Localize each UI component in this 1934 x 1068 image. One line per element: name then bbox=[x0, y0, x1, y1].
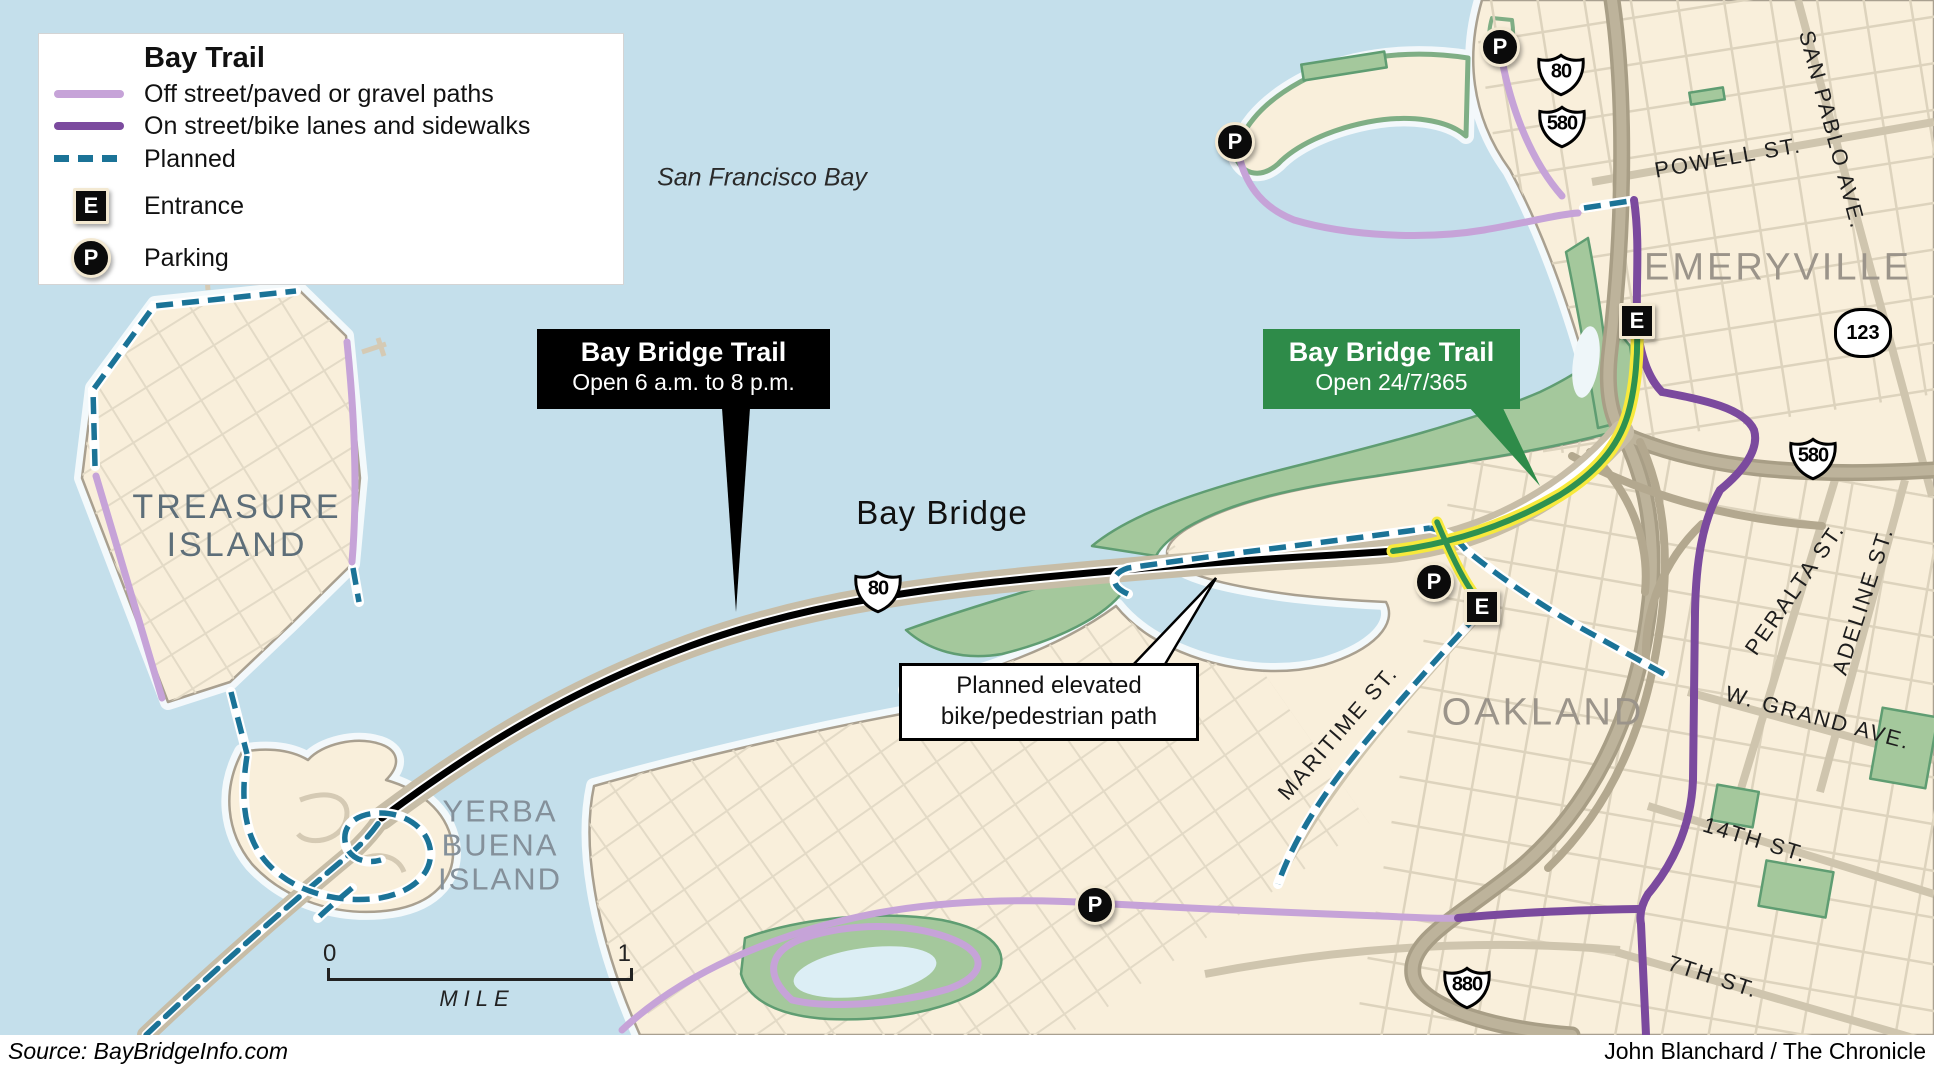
legend-parking-label: Parking bbox=[144, 244, 229, 272]
scale-bar-line bbox=[327, 968, 633, 981]
planned-path-note-line2: bike/pedestrian path bbox=[940, 703, 1158, 731]
oakland-label: OAKLAND bbox=[1441, 691, 1645, 734]
map-canvas bbox=[0, 0, 1934, 1035]
credits-bar: Source: BayBridgeInfo.com John Blanchard… bbox=[0, 1035, 1934, 1068]
entrance-icon: E bbox=[73, 188, 109, 224]
yerba-buena-label-2: BUENA bbox=[441, 827, 559, 863]
parking-marker-marina: P bbox=[1215, 122, 1255, 162]
legend-planned-label: Planned bbox=[144, 145, 236, 173]
scale-start: 0 bbox=[323, 940, 337, 967]
interstate-580-shield-east: 580 bbox=[1785, 437, 1841, 481]
yerba-buena-label-1: YERBA bbox=[442, 793, 558, 829]
callout-east-title: Bay Bridge Trail bbox=[1288, 337, 1495, 367]
scale-unit: MILE bbox=[439, 986, 515, 1011]
planned-line-swatch bbox=[54, 155, 124, 162]
legend-title: Bay Trail bbox=[144, 42, 265, 74]
callout-west-hours: Open 6 a.m. to 8 p.m. bbox=[572, 369, 795, 395]
callout-west-title: Bay Bridge Trail bbox=[580, 337, 787, 367]
parking-icon: P bbox=[71, 238, 111, 278]
off-street-line-swatch bbox=[54, 90, 124, 98]
on-street-line-swatch bbox=[54, 122, 124, 130]
interstate-580-shield-north: 580 bbox=[1534, 105, 1590, 149]
entrance-marker-oakland: E bbox=[1464, 589, 1500, 625]
entrance-marker-emeryville: E bbox=[1619, 303, 1655, 339]
parking-marker-toll-plaza: P bbox=[1414, 562, 1454, 602]
parking-marker-emeryville-pier: P bbox=[1480, 27, 1520, 67]
legend-on-street-label: On street/bike lanes and sidewalks bbox=[144, 112, 531, 140]
planned-path-note-line1: Planned elevated bbox=[956, 672, 1142, 699]
treasure-island-label-2: ISLAND bbox=[166, 525, 308, 564]
planned-path-note: Planned elevated bike/pedestrian path bbox=[899, 663, 1199, 742]
legend-panel: Bay Trail Off street/paved or gravel pat… bbox=[38, 33, 624, 285]
callout-east-hours: Open 24/7/365 bbox=[1315, 369, 1468, 395]
scale-end: 1 bbox=[617, 940, 631, 967]
callout-east-span: Bay Bridge Trail Open 24/7/365 bbox=[1263, 329, 1520, 409]
legend-off-street-label: Off street/paved or gravel paths bbox=[144, 80, 494, 108]
water-label: San Francisco Bay bbox=[657, 163, 867, 192]
route-123-shield: 123 bbox=[1834, 308, 1892, 358]
emeryville-label: EMERYVILLE bbox=[1644, 246, 1912, 289]
callout-west-span: Bay Bridge Trail Open 6 a.m. to 8 p.m. bbox=[537, 329, 830, 409]
source-credit: Source: BayBridgeInfo.com bbox=[8, 1038, 288, 1064]
bay-bridge-label: Bay Bridge bbox=[856, 494, 1028, 531]
author-credit: John Blanchard / The Chronicle bbox=[1604, 1038, 1926, 1064]
treasure-island-label-1: TREASURE bbox=[132, 487, 342, 526]
parking-marker-port: P bbox=[1075, 885, 1115, 925]
interstate-80-shield-bridge: 80 bbox=[854, 570, 902, 614]
interstate-880-shield: 880 bbox=[1439, 966, 1495, 1010]
yerba-buena-label-3: ISLAND bbox=[438, 861, 562, 897]
interstate-80-shield-north: 80 bbox=[1537, 53, 1585, 97]
legend-entrance-label: Entrance bbox=[144, 192, 245, 220]
